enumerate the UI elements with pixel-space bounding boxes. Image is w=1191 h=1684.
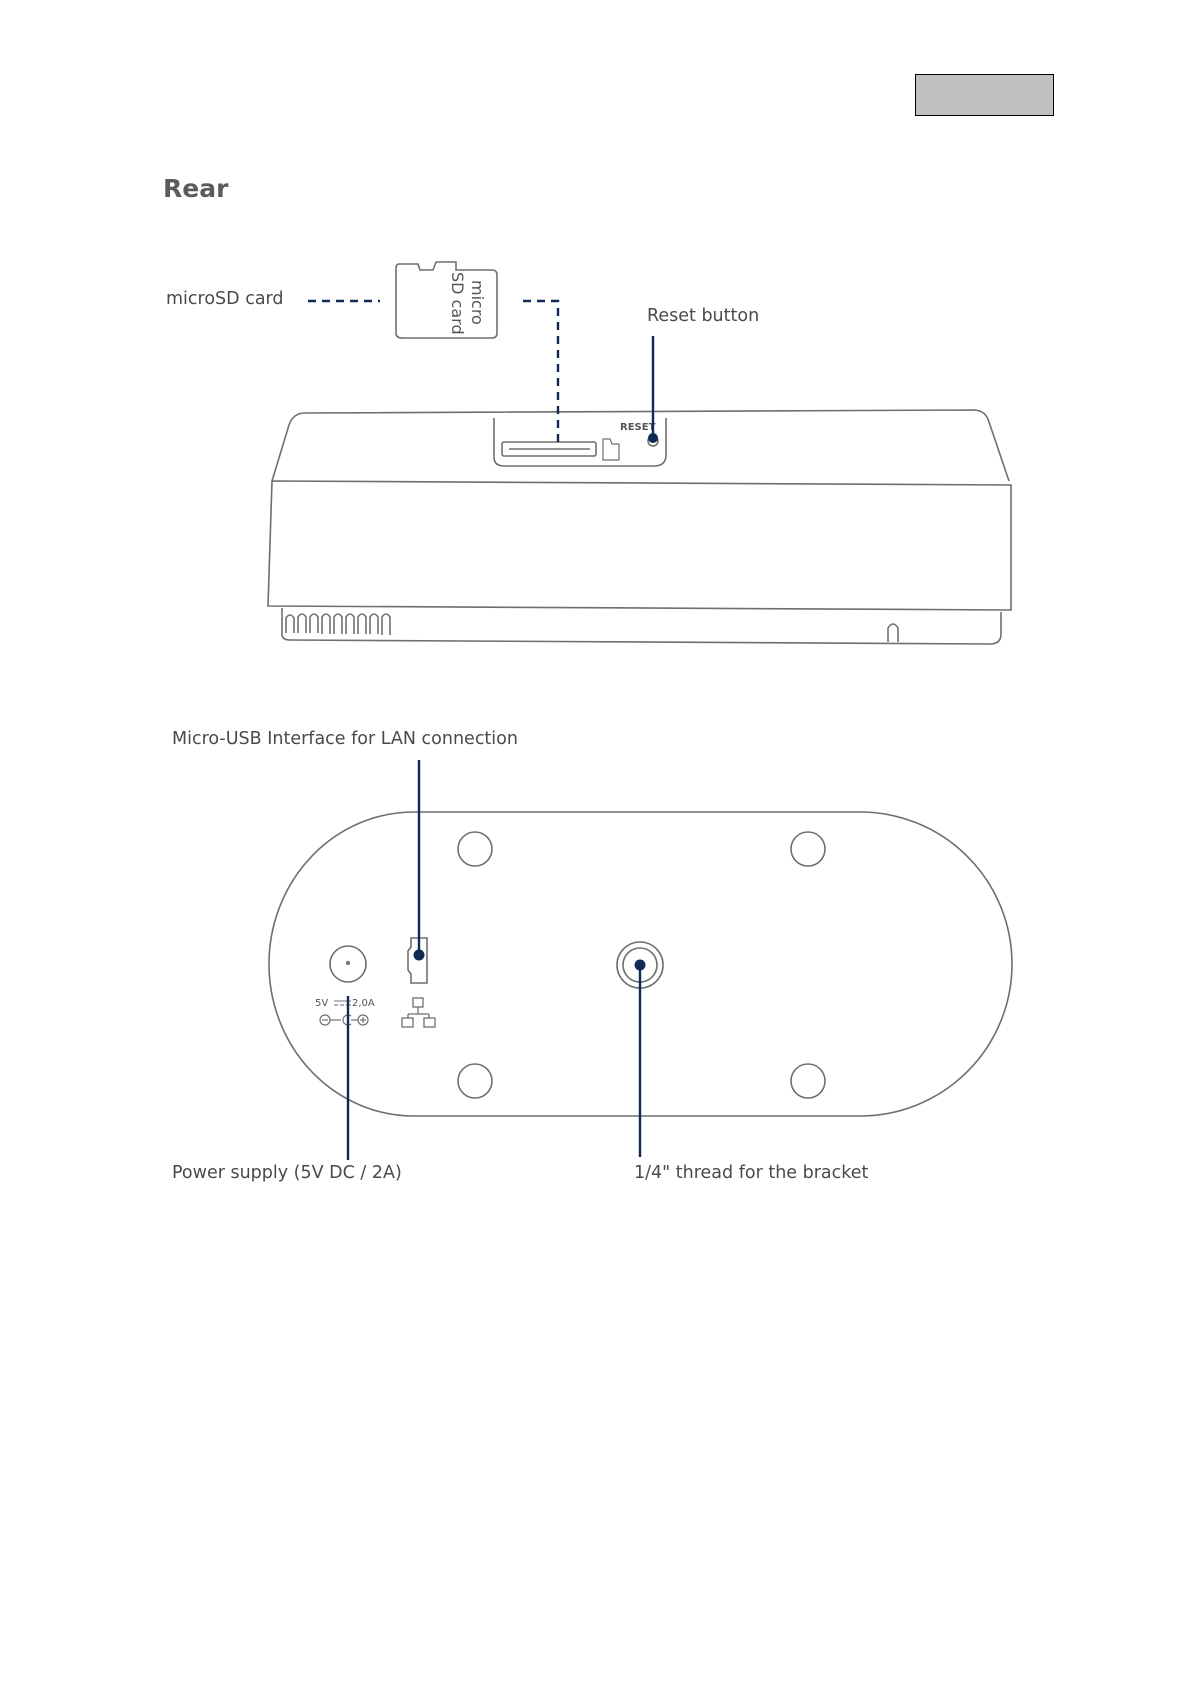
- card-text-micro: micro: [468, 280, 487, 325]
- reset-label-mark: RESET: [620, 422, 656, 433]
- rubber-foot: [458, 1064, 492, 1098]
- callout-dots: [414, 433, 659, 971]
- micro-usb-port: [408, 938, 427, 983]
- rubber-foot: [458, 832, 492, 866]
- vent-slots: [286, 614, 390, 635]
- card-text-sdcard: SD card: [448, 272, 467, 335]
- device-body: [268, 481, 1011, 610]
- current-mark: 2,0A: [352, 998, 375, 1009]
- polarity-icon: [320, 1015, 368, 1025]
- device-top-lid: [272, 410, 1009, 481]
- network-icon: [402, 998, 435, 1027]
- power-jack-pin: [346, 961, 350, 965]
- rubber-foot: [791, 1064, 825, 1098]
- voltage-mark: 5V: [315, 998, 328, 1009]
- sd-card-symbol-icon: [603, 439, 619, 460]
- base-notch: [888, 624, 898, 642]
- reset-callout-dot: [648, 433, 658, 443]
- rubber-foot: [791, 832, 825, 866]
- microsd-dashed-callout: [308, 301, 558, 444]
- usb-callout-dot: [414, 950, 425, 961]
- thread-callout-dot: [635, 960, 646, 971]
